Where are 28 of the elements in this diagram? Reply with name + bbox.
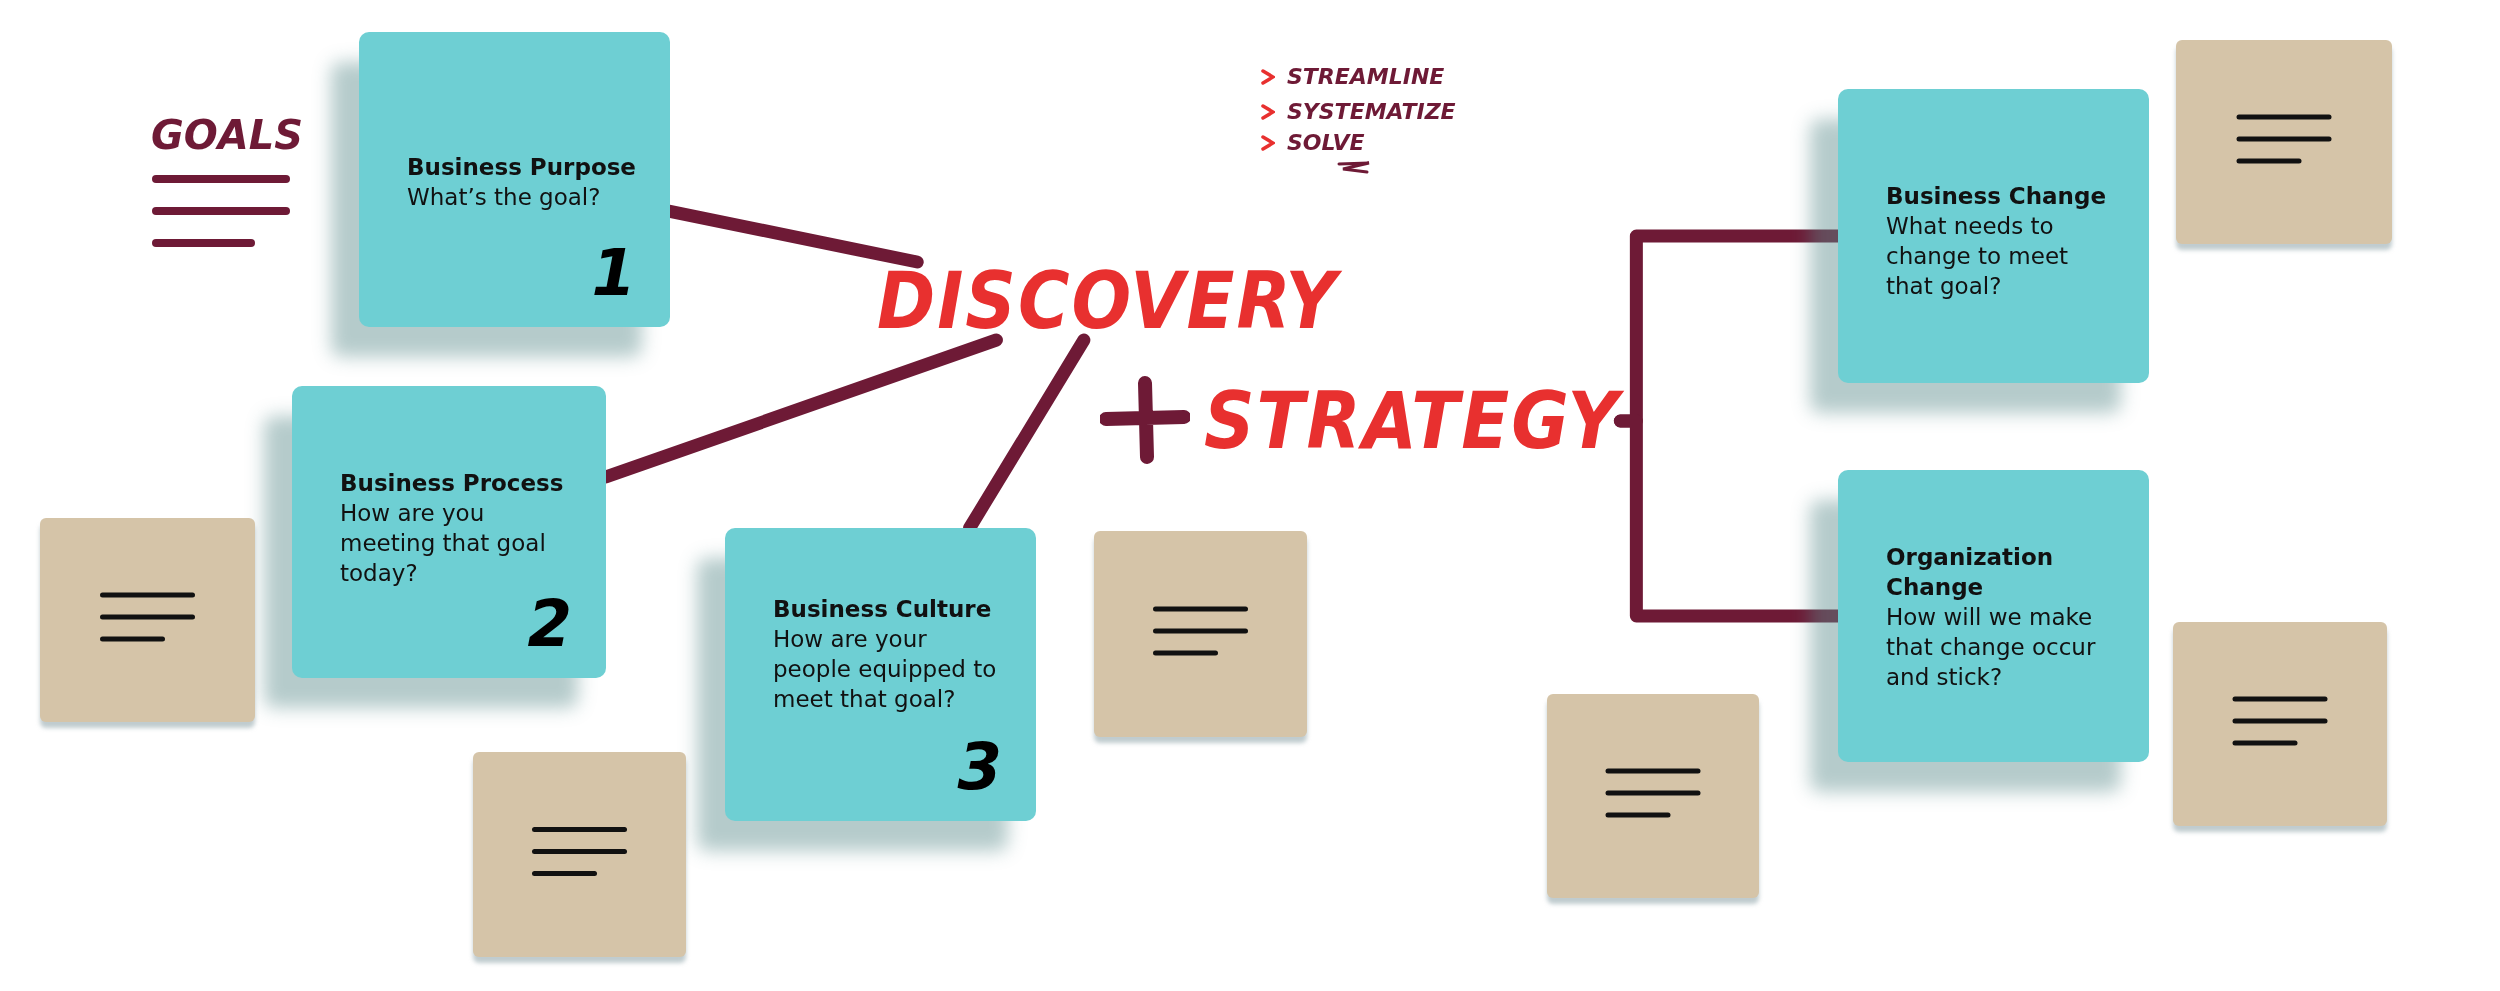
note-text: How are you meeting that goal today?: [340, 499, 547, 588]
note-heading: Organization Change: [1886, 543, 2055, 602]
note-heading: Business Change: [1886, 182, 2108, 211]
sticky-note: [359, 32, 670, 327]
sticky-note: [1547, 694, 1759, 898]
handwritten-label: GOALS: [151, 115, 304, 155]
sticky-note: [473, 752, 686, 957]
sticky-note: [1838, 89, 2149, 383]
bullet-item: STREAMLINE: [1287, 66, 1445, 88]
note-text: What needs to change to meet that goal?: [1886, 212, 2070, 301]
note-number: 1: [591, 241, 636, 305]
bullet-item: SYSTEMATIZE: [1287, 101, 1456, 123]
note-heading: Business Process: [340, 469, 565, 498]
sticky-note: [1838, 470, 2149, 762]
note-number: 2: [527, 592, 572, 656]
note-heading: Business Culture: [773, 595, 993, 624]
sticky-note: [1094, 531, 1307, 737]
note-text: What’s the goal?: [407, 183, 602, 212]
note-text: How will we make that change occur and stick?: [1886, 603, 2097, 692]
note-number: 3: [957, 735, 1002, 799]
sticky-note: [292, 386, 606, 678]
sticky-note: [725, 528, 1036, 821]
sticky-note: [2173, 622, 2387, 826]
sticky-note: [2176, 40, 2392, 244]
note-text: How are your people equipped to meet that goal?: [773, 625, 998, 714]
sticky-note: [40, 518, 255, 722]
note-heading: Business Purpose: [407, 153, 637, 182]
bullet-item: SOLVE: [1287, 132, 1365, 154]
